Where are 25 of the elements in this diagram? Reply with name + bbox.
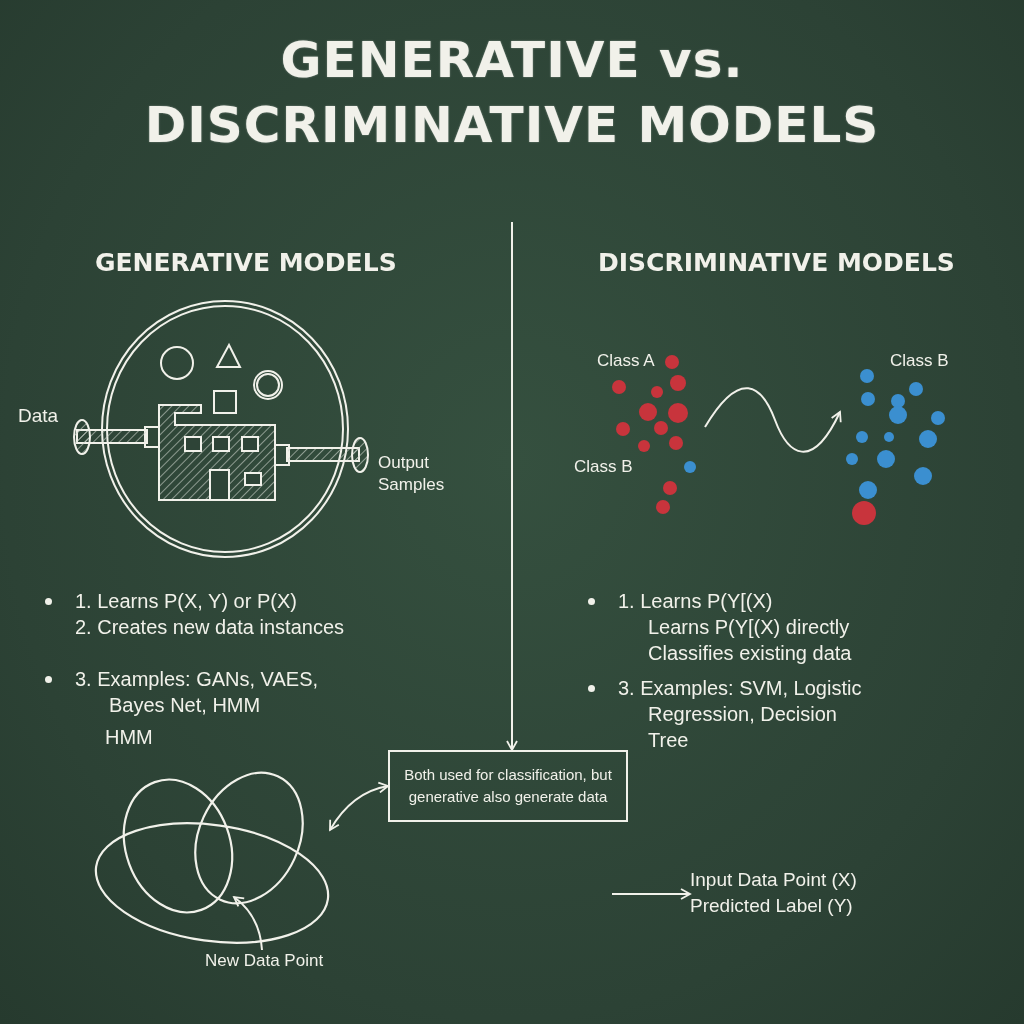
list-text: HMM [105, 725, 153, 750]
list-text: Data [18, 404, 59, 428]
list-text: 1. Learns P(X, Y) or P(X) [75, 589, 297, 614]
caption-text: Input Data Point (X) [690, 868, 857, 892]
list-text: Classifies existing data [648, 641, 852, 666]
arrow [611, 888, 691, 900]
section-heading: DISCRIMINATIVE MODELS [598, 247, 955, 279]
class-label: Class B [574, 456, 633, 478]
list-text: Learns P(Y[(X) directly [648, 615, 850, 640]
list-text: 1. Learns P(Y[(X) [618, 589, 773, 614]
class-label: Class A [597, 350, 655, 372]
title: GENERATIVE vs. DISCRIMINATIVE MODELS [143, 30, 881, 156]
class-label: Class B [890, 350, 949, 372]
list-text: 3. Examples: GANs, VAES, Bayes Net, HMM [75, 667, 320, 718]
arrow [506, 221, 518, 751]
list-text: 3. Examples: SVM, Logistic Regression, Decision Tree [618, 676, 863, 753]
note-box: Both used for classification, but generative also generate data [388, 750, 628, 822]
caption-text: New Data Point [205, 950, 324, 972]
list-text: Output Samples [378, 452, 446, 497]
caption-text: Predicted Label (Y) [690, 894, 853, 918]
section-heading: GENERATIVE MODELS [95, 247, 397, 279]
arrow [329, 782, 389, 831]
list-text: 2. Creates new data instances [75, 615, 345, 640]
arrow [704, 387, 842, 453]
arrow [233, 896, 263, 951]
